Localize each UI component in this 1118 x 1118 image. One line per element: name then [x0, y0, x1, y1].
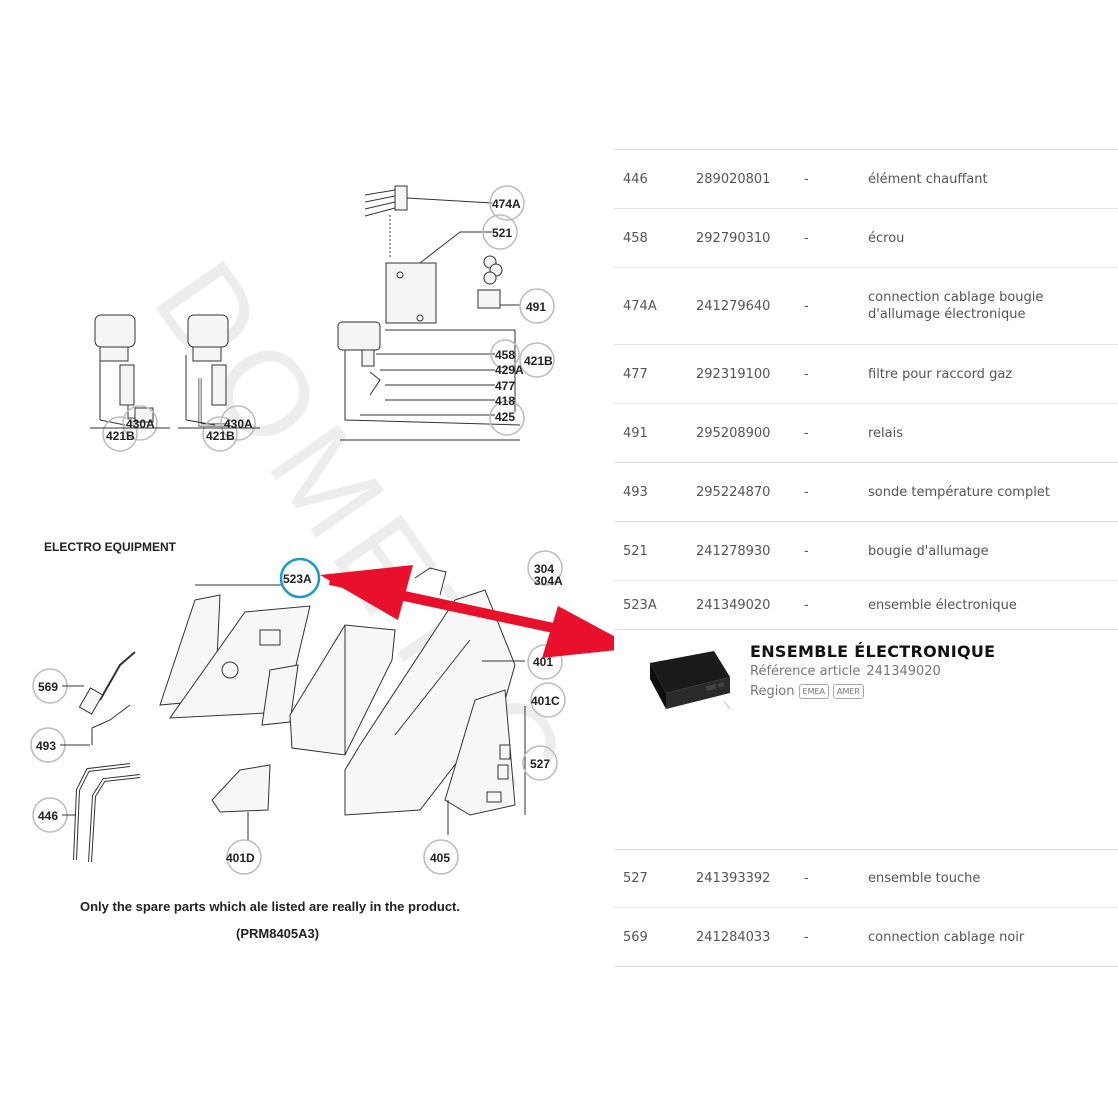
burner-assembly-left [94, 314, 154, 426]
detail-reference: Référence article 241349020 [750, 664, 941, 679]
part-dash: - [804, 366, 809, 382]
callout-421B-b: 421B [206, 429, 235, 443]
part-number: 477 [623, 366, 648, 382]
double-arrow [320, 565, 636, 658]
region-badge-emea: EMEA [798, 684, 829, 699]
part-reference: 295208900 [696, 425, 771, 441]
part-reference: 295224870 [696, 484, 771, 500]
callout-446: 446 [38, 809, 58, 823]
table-row[interactable]: 477 292319100 - filtre pour raccord gaz [614, 345, 1118, 404]
parts-table: 446 289020801 - élément chauffant 458 29… [614, 149, 1118, 630]
table-row[interactable]: 474A 241279640 - connection cablage boug… [614, 268, 1118, 345]
callout-304A: 304A [534, 574, 563, 588]
part-reference: 241279640 [696, 298, 771, 314]
region-badge-amer: AMER [833, 684, 864, 699]
part-dash: - [804, 929, 809, 945]
callout-421B: 421B [524, 354, 553, 368]
part-dash: - [804, 298, 809, 314]
callout-429A: 429A [495, 363, 524, 377]
part-dash: - [804, 597, 809, 613]
part-number: 474A [623, 298, 657, 314]
highlight-circle-523A [279, 557, 321, 599]
part-reference: 241284033 [696, 929, 771, 945]
callout-527: 527 [530, 757, 550, 771]
part-description: bougie d'allumage [868, 543, 989, 559]
part-number: 521 [623, 543, 648, 559]
part-number: 493 [623, 484, 648, 500]
part-reference: 241278930 [696, 543, 771, 559]
parts-table-continued: 527 241393392 - ensemble touche 569 2412… [614, 849, 1118, 967]
part-description: connection cablage noir [868, 929, 1025, 945]
part-number: 523A [623, 597, 657, 613]
model-code: (PRM8405A3) [236, 926, 320, 941]
part-description: écrou [868, 230, 905, 246]
part-description: ensemble touche [868, 870, 981, 886]
electronic-assembly-image [650, 651, 731, 710]
callout-493: 493 [36, 739, 56, 753]
table-row[interactable]: 569 241284033 - connection cablage noir [614, 908, 1118, 967]
part-reference: 241349020 [696, 597, 771, 613]
part-reference: 289020801 [696, 171, 771, 187]
table-row-selected[interactable]: 523A 241349020 - ensemble électronique [614, 581, 1118, 630]
part-reference: 241393392 [696, 870, 771, 886]
part-reference: 292319100 [696, 366, 771, 382]
part-number: 569 [623, 929, 648, 945]
callout-401C: 401C [531, 694, 560, 708]
table-row[interactable]: 446 289020801 - élément chauffant [614, 149, 1118, 209]
callout-491: 491 [526, 300, 546, 314]
callout-521: 521 [492, 226, 512, 240]
part-dash: - [804, 484, 809, 500]
callout-425: 425 [495, 410, 515, 424]
callout-477: 477 [495, 379, 515, 393]
part-number: 527 [623, 870, 648, 886]
callout-523A: 523A [283, 572, 312, 586]
table-row[interactable]: 491 295208900 - relais [614, 404, 1118, 463]
callout-304: 304 [534, 562, 554, 576]
part-number: 458 [623, 230, 648, 246]
callout-430A-a: 430A [126, 417, 155, 431]
part-description: ensemble électronique [868, 597, 1017, 613]
callout-421B-a: 421B [106, 429, 135, 443]
part-description: filtre pour raccord gaz [868, 366, 1013, 382]
reference-label: Référence article [750, 664, 861, 679]
callout-418: 418 [495, 394, 515, 408]
detail-title: ENSEMBLE ÉLECTRONIQUE [750, 642, 996, 661]
part-dash: - [804, 171, 809, 187]
part-detail-card: ENSEMBLE ÉLECTRONIQUE Référence article 2… [614, 631, 1118, 850]
part-reference: 292790310 [696, 230, 771, 246]
reference-value: 241349020 [866, 664, 941, 679]
part-dash: - [804, 230, 809, 246]
part-dash: - [804, 425, 809, 441]
part-number: 446 [623, 171, 648, 187]
table-row[interactable]: 458 292790310 - écrou [614, 209, 1118, 268]
callout-474A: 474A [492, 197, 521, 211]
ignition-assembly [337, 185, 521, 441]
region-label: Region [750, 684, 795, 699]
part-description: sonde température complet [868, 484, 1050, 500]
callout-458: 458 [495, 348, 515, 362]
part-description: relais [868, 425, 904, 441]
callout-430A-b: 430A [224, 417, 253, 431]
detail-region: Region EMEA AMER [750, 684, 864, 699]
section-title: ELECTRO EQUIPMENT [44, 540, 177, 554]
table-row[interactable]: 521 241278930 - bougie d'allumage [614, 522, 1118, 581]
part-dash: - [804, 543, 809, 559]
callout-401: 401 [533, 655, 553, 669]
part-dash: - [804, 870, 809, 886]
part-number: 491 [623, 425, 648, 441]
electro-equipment [73, 567, 526, 863]
burner-assembly-right [185, 314, 230, 427]
table-row[interactable]: 493 295224870 - sonde température comple… [614, 463, 1118, 522]
callout-405: 405 [430, 851, 450, 865]
callout-569: 569 [38, 680, 58, 694]
footnote: Only the spare parts which ale listed ar… [80, 899, 461, 914]
table-row[interactable]: 527 241393392 - ensemble touche [614, 849, 1118, 908]
part-description: élément chauffant [868, 171, 988, 187]
callout-401D: 401D [226, 851, 255, 865]
part-description: connection cablage bougie d'allumage éle… [868, 290, 1044, 322]
